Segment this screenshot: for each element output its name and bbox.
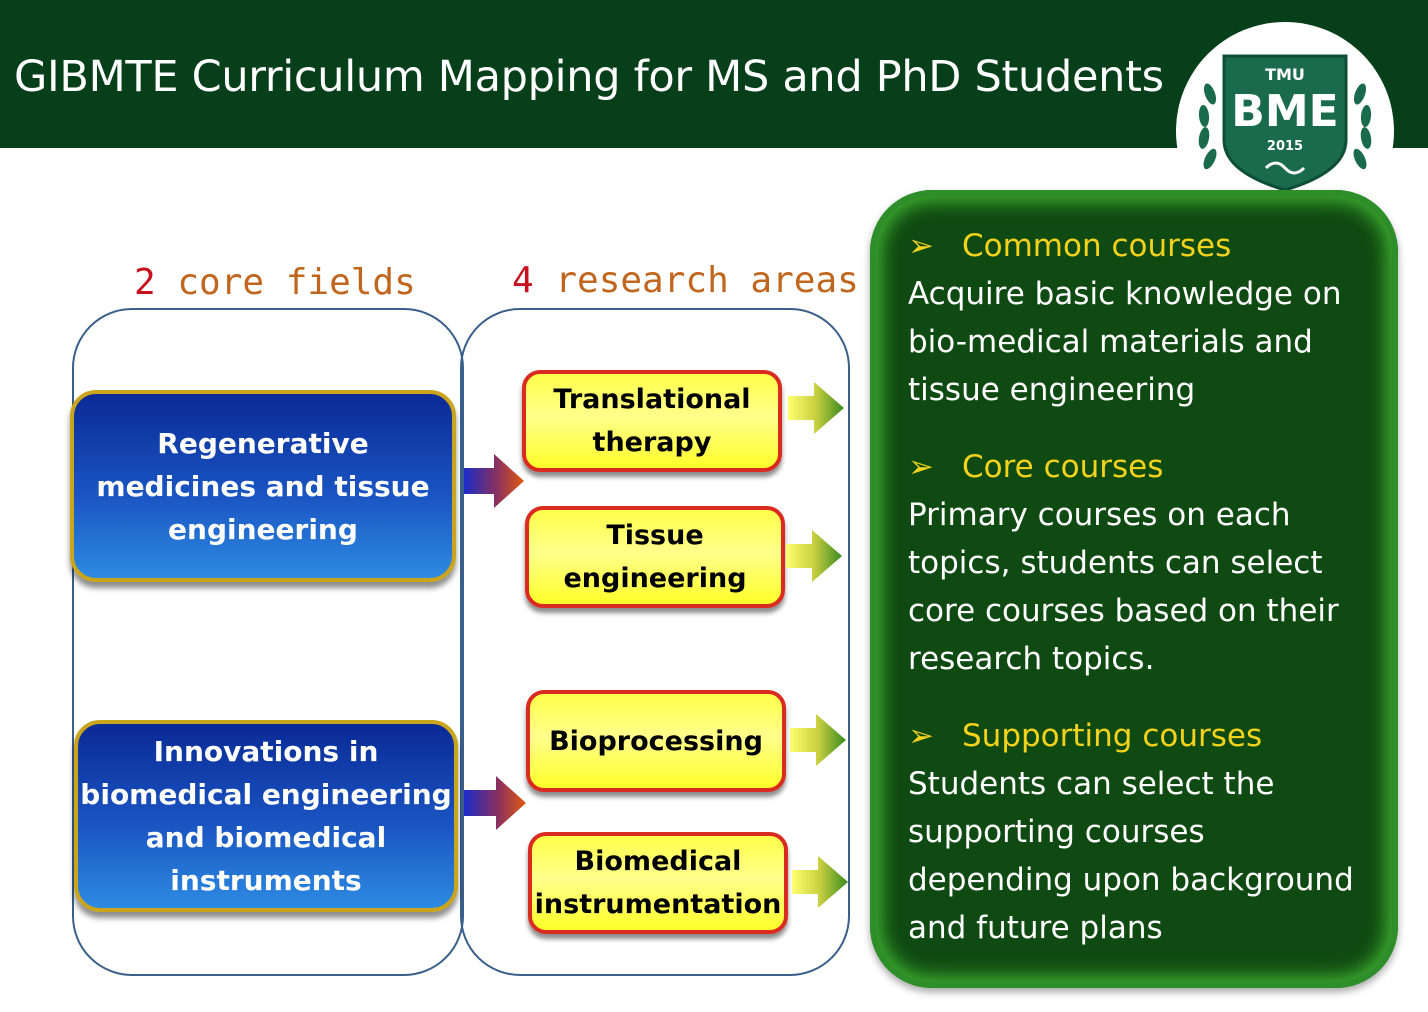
bullet-arrow-icon: ➢ [908, 718, 934, 754]
section-core-body: Primary courses on each topics, students… [908, 497, 1339, 677]
shield-logo-icon: TMU BME 2015 [1198, 54, 1372, 192]
bullet-arrow-icon: ➢ [908, 228, 934, 264]
core-fields-label: core fields [155, 262, 416, 303]
section-common-body: Acquire basic knowledge on bio-medical m… [908, 276, 1342, 408]
research-areas-frame [460, 308, 850, 976]
core-fields-heading: 2 core fields [134, 262, 416, 303]
laurel-icon [1198, 83, 1372, 170]
section-supporting-title: ➢ Supporting courses [908, 712, 1388, 760]
area-bioprocessing: Bioprocessing [526, 690, 786, 792]
core-fields-count: 2 [134, 262, 156, 303]
area-biomedical-instrumentation: Biomedical instrumentation [528, 832, 788, 934]
section-common-title: ➢ Common courses [908, 222, 1388, 270]
course-types-text: ➢ Common courses Acquire basic knowledge … [908, 222, 1388, 952]
area-tissue-engineering: Tissue engineering [525, 506, 785, 608]
bullet-arrow-icon: ➢ [908, 449, 934, 485]
research-areas-label: research areas [533, 260, 859, 301]
arrow-core-1-icon [464, 454, 524, 508]
core-field-regenerative: Regenerative medicines and tissue engine… [70, 390, 456, 582]
research-areas-heading: 4 research areas [512, 260, 859, 301]
arrow-area-1-icon [788, 382, 844, 434]
arrow-area-2-icon [786, 530, 842, 582]
logo-year-text: 2015 [1267, 139, 1303, 154]
arrow-area-4-icon [792, 856, 848, 908]
page-title: GIBMTE Curriculum Mapping for MS and PhD… [14, 52, 1164, 102]
course-types-panel [870, 190, 1398, 988]
arrow-area-3-icon [790, 714, 846, 766]
section-title-label: Core courses [962, 449, 1164, 485]
arrow-core-2-icon [464, 776, 526, 830]
logo-top-text: TMU [1265, 65, 1305, 84]
research-areas-count: 4 [512, 260, 534, 301]
logo-main-text: BME [1231, 86, 1338, 137]
header-bar: GIBMTE Curriculum Mapping for MS and PhD… [0, 0, 1428, 148]
section-title-label: Supporting courses [962, 718, 1263, 754]
area-translational-therapy: Translational therapy [522, 370, 782, 472]
core-fields-frame [72, 308, 464, 976]
core-field-innovations: Innovations in biomedical engineering an… [74, 720, 458, 912]
section-core-title: ➢ Core courses [908, 443, 1388, 491]
section-title-label: Common courses [962, 228, 1232, 264]
section-supporting-body: Students can select the supporting cours… [908, 766, 1354, 946]
